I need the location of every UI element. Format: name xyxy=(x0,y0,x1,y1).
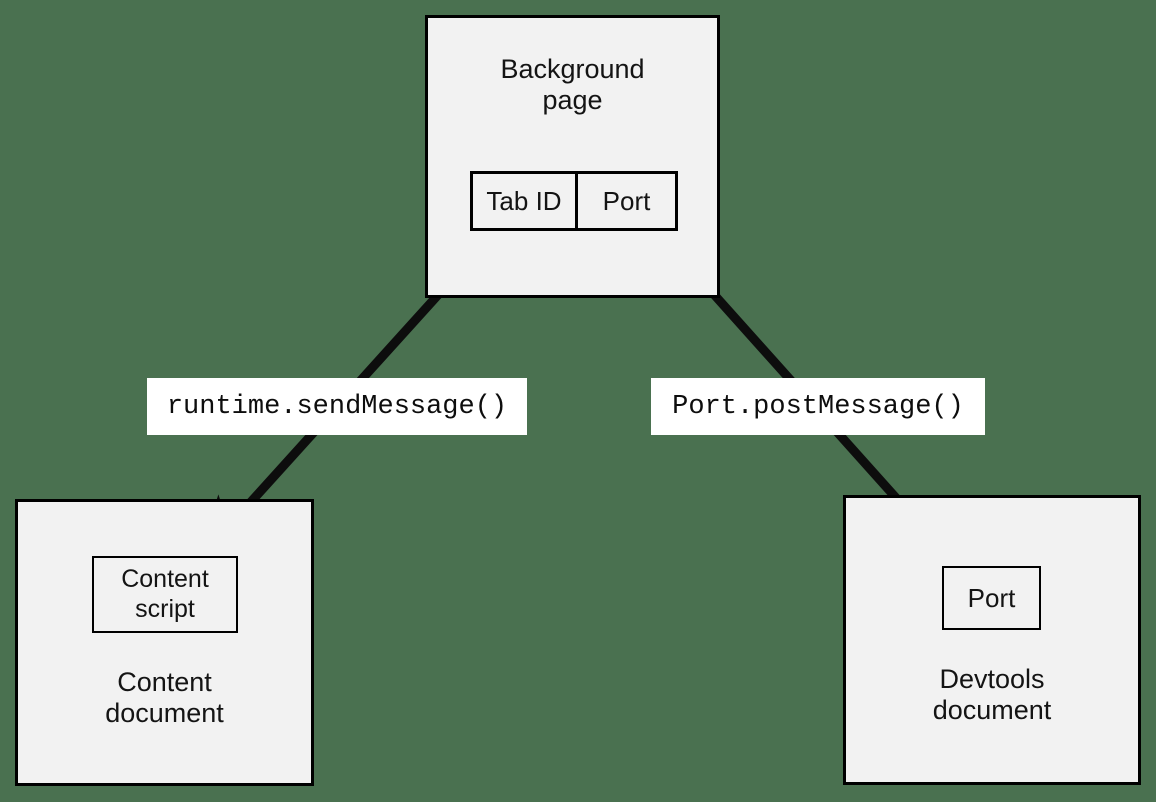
devtools-port-label: Port xyxy=(967,582,1016,613)
edge-label-runtime-sendmessage: runtime.sendMessage() xyxy=(147,378,527,435)
node-background-page[interactable]: Background page xyxy=(425,15,720,298)
table-header-tab-id: Tab ID xyxy=(473,174,578,228)
table-header-port: Port xyxy=(602,185,651,216)
background-page-port-table[interactable]: Tab ID Port xyxy=(470,171,678,231)
content-document-title: Content document xyxy=(105,667,224,729)
devtools-document-title: Devtools document xyxy=(932,664,1052,726)
content-script-label: Content script xyxy=(121,565,209,623)
node-devtools-document[interactable]: Devtools document xyxy=(843,495,1141,785)
node-content-document[interactable]: Content document xyxy=(15,499,314,786)
node-devtools-port[interactable]: Port xyxy=(942,566,1041,630)
edge-label-port-postmessage: Port.postMessage() xyxy=(651,378,985,435)
node-content-script[interactable]: Content script xyxy=(92,556,238,633)
background-page-title: Background page xyxy=(500,54,645,116)
